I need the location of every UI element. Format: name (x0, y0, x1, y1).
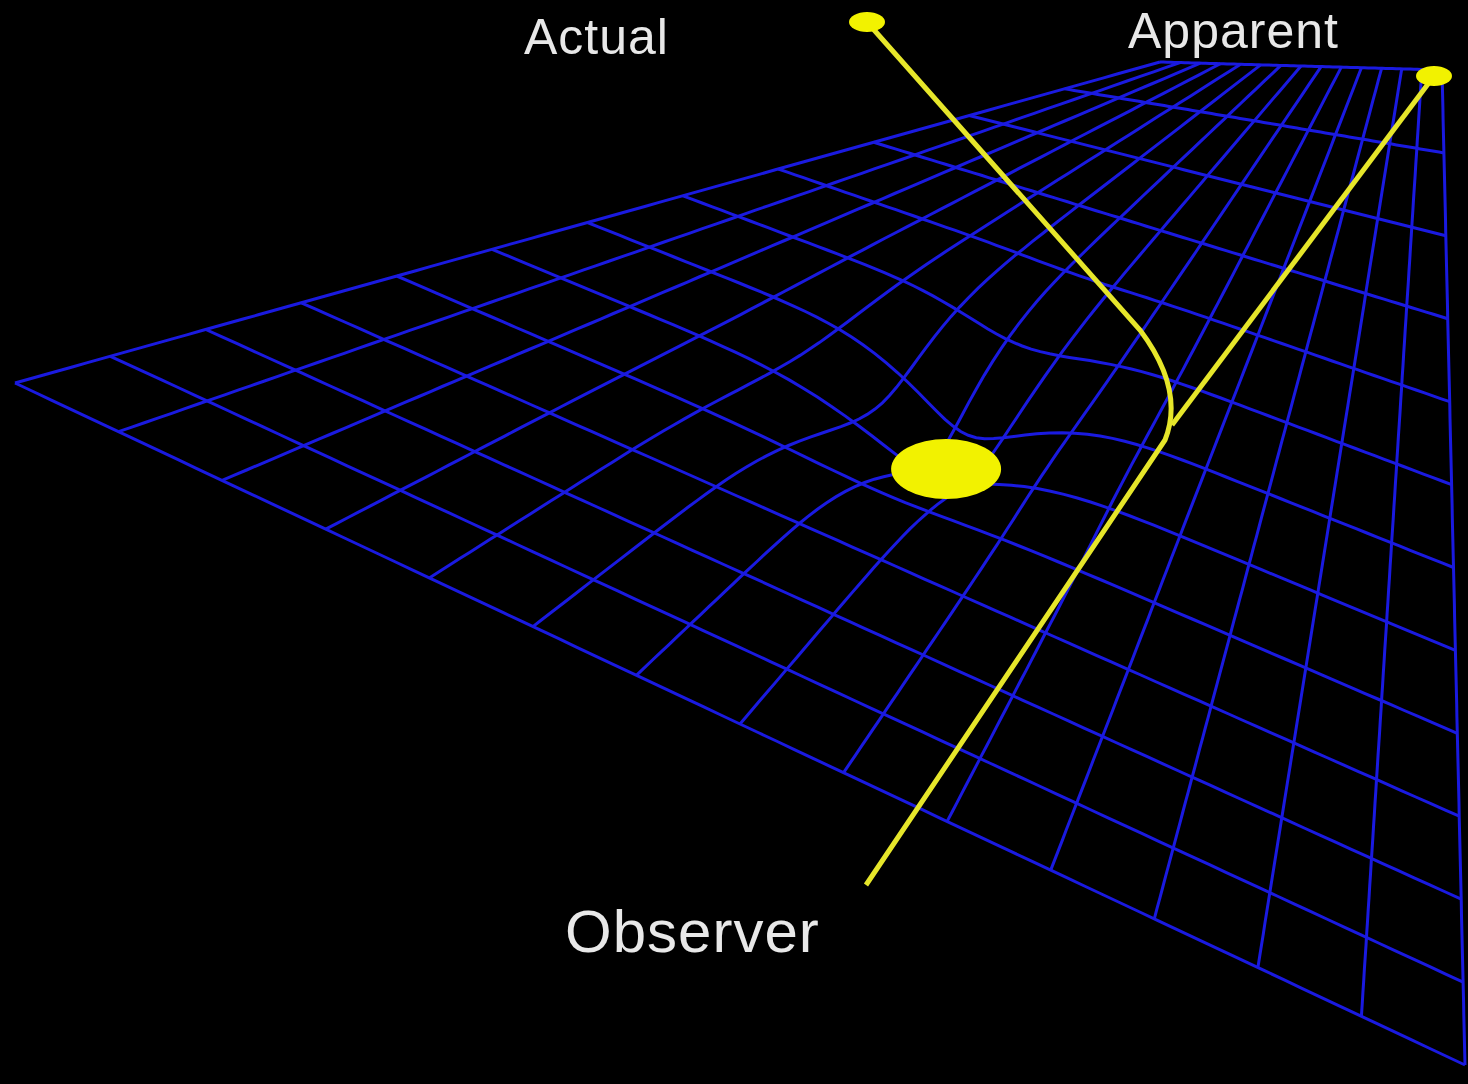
massive-body (891, 439, 1001, 499)
grid-line (778, 169, 1449, 402)
grid-line (206, 330, 1461, 900)
actual-star (849, 12, 885, 32)
text-label: Observer (565, 902, 820, 962)
grid-line (110, 356, 1463, 982)
grid-line (1160, 62, 1442, 70)
apparent-sight-line (1172, 76, 1434, 425)
text-label: Apparent (1128, 6, 1339, 56)
grid-line (683, 196, 1452, 485)
grid-line (429, 64, 1240, 578)
grid-line (588, 223, 1454, 568)
text-label: Actual (524, 12, 669, 62)
actual-light-path (866, 22, 1171, 885)
spacetime-grid (15, 62, 1465, 1065)
grid-line (1065, 89, 1444, 153)
apparent-star (1416, 66, 1452, 86)
grid-line (301, 303, 1459, 816)
grid-line (844, 67, 1322, 773)
grid-line (492, 249, 1455, 650)
